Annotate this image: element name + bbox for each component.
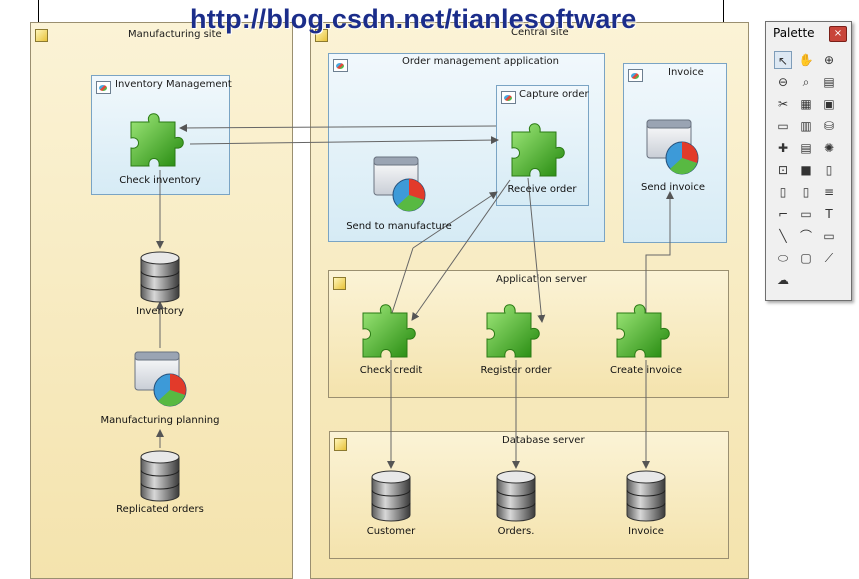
zoom-in-icon[interactable]: ⊕	[823, 53, 835, 67]
freeform-icon[interactable]: ☁	[777, 273, 789, 287]
palette-title: Palette	[773, 26, 815, 40]
create-invoice-label: Create invoice	[610, 365, 682, 376]
application-icon	[628, 69, 643, 82]
properties-icon[interactable]: ▤	[823, 75, 835, 89]
register-order-label: Register order	[480, 365, 552, 376]
site-title: Manufacturing site	[128, 29, 222, 40]
note-icon[interactable]: ■	[800, 163, 812, 177]
watermark-url: http://blog.csdn.net/tianlesoftware	[190, 4, 637, 34]
check-credit-label: Check credit	[359, 365, 423, 376]
app-title: Order management application	[402, 56, 559, 67]
manufacturing-planning-window-icon[interactable]	[134, 350, 190, 408]
invoice-app[interactable]: Invoice	[623, 63, 727, 243]
receive-order-puzzle-icon[interactable]	[510, 118, 572, 180]
connector-receive-to-check-credit	[411, 179, 511, 321]
pointer-icon[interactable]: ↖	[774, 51, 792, 69]
canvas-edge-left	[38, 0, 39, 22]
send-invoice-window-icon[interactable]	[646, 118, 702, 176]
form-icon[interactable]: ▤	[800, 141, 812, 155]
connector-receive-to-register-order	[527, 177, 546, 323]
file-icon[interactable]: ▯	[802, 185, 810, 199]
server-title: Database server	[502, 435, 585, 446]
customer-database-icon[interactable]	[370, 469, 412, 523]
invoice-database-icon[interactable]	[625, 469, 667, 523]
application-icon	[96, 81, 111, 94]
zoom-out-icon[interactable]: ⊖	[777, 75, 789, 89]
site-icon[interactable]: ▦	[800, 97, 812, 111]
palette-panel[interactable]: Palette × ↖ ✋ ⊕ ⊖ ⌕ ▤ ✂ ▦ ▣ ▭ ▥ ⛁ ✚ ▤ ✺ ⊡ ■ ▯ ▯ ▯ ≡ ⌐ ▭ T ╲ ⌒ ▭ ⬭ ▢ ⟋…	[765, 21, 852, 301]
connector-check-inventory-to-receive	[189, 136, 499, 145]
document-icon[interactable]: ▯	[825, 163, 833, 177]
connector-check-credit-to-receive	[391, 247, 414, 314]
register-order-puzzle-icon[interactable]	[485, 299, 547, 361]
rounded-link-icon[interactable]: ▭	[800, 207, 812, 221]
line-icon[interactable]: ╲	[779, 229, 787, 243]
hand-icon[interactable]: ✋	[798, 53, 814, 67]
create-invoice-puzzle-icon[interactable]	[615, 299, 677, 361]
check-credit-puzzle-icon[interactable]	[361, 299, 423, 361]
send-to-manufacture-label: Send to manufacture	[346, 221, 452, 232]
close-icon[interactable]: ×	[829, 26, 847, 42]
application-icon	[333, 59, 348, 72]
send-invoice-label: Send invoice	[641, 182, 705, 193]
connector-icon[interactable]: ⌐	[777, 207, 789, 221]
connector-check-credit-to-receive-b	[412, 191, 498, 249]
rounded-rect-icon[interactable]: ▢	[800, 251, 812, 265]
replicated-orders-database-icon[interactable]	[139, 449, 181, 503]
window-icon[interactable]: ▭	[777, 119, 789, 133]
zoom-fit-icon[interactable]: ⌕	[802, 75, 810, 89]
ellipse-icon[interactable]: ⬭	[777, 251, 789, 265]
application-icon	[501, 91, 516, 104]
replicated-orders-label: Replicated orders	[116, 504, 204, 515]
check-inventory-label: Check inventory	[119, 175, 201, 186]
canvas-edge-right	[723, 0, 724, 22]
site-title: Central site	[511, 27, 569, 38]
connector-receive-to-check-inventory	[179, 123, 497, 132]
check-inventory-puzzle-icon[interactable]	[129, 108, 191, 170]
cut-icon[interactable]: ✂	[777, 97, 789, 111]
connector-create-invoice-to-send-invoice	[645, 191, 674, 322]
site-icon	[315, 29, 328, 42]
inventory-db-label: Inventory	[136, 306, 184, 317]
app-title: Invoice	[668, 67, 704, 78]
manufacturing-planning-label: Manufacturing planning	[100, 415, 220, 426]
text-doc-icon[interactable]: ≡	[823, 185, 835, 199]
server-title: Application server	[496, 274, 587, 285]
service-icon[interactable]: ✺	[823, 141, 835, 155]
site-icon	[35, 29, 48, 42]
orders-db-label: Orders.	[497, 526, 535, 537]
node-icon[interactable]: ▣	[823, 97, 835, 111]
customer-db-label: Customer	[366, 526, 416, 537]
database-icon[interactable]: ⛁	[823, 119, 835, 133]
app-title: Inventory Management	[115, 79, 232, 90]
receive-order-label: Receive order	[507, 184, 577, 195]
text-icon[interactable]: T	[825, 207, 833, 221]
orders-database-icon[interactable]	[495, 469, 537, 523]
rectangle-icon[interactable]: ▭	[823, 229, 835, 243]
report-icon[interactable]: ▯	[779, 185, 787, 199]
server-icon[interactable]: ▥	[800, 119, 812, 133]
polyline-icon[interactable]: ⟋	[824, 251, 834, 265]
component-icon[interactable]: ✚	[777, 141, 789, 155]
send-to-manufacture-window-icon[interactable]	[373, 155, 429, 213]
server-icon	[334, 438, 347, 451]
invoice-db-label: Invoice	[628, 526, 664, 537]
app-title: Capture order	[519, 89, 589, 100]
arc-icon[interactable]: ⌒	[799, 229, 812, 243]
inventory-database-icon[interactable]	[139, 250, 181, 304]
link-icon[interactable]: ⊡	[777, 163, 789, 177]
server-icon	[333, 277, 346, 290]
